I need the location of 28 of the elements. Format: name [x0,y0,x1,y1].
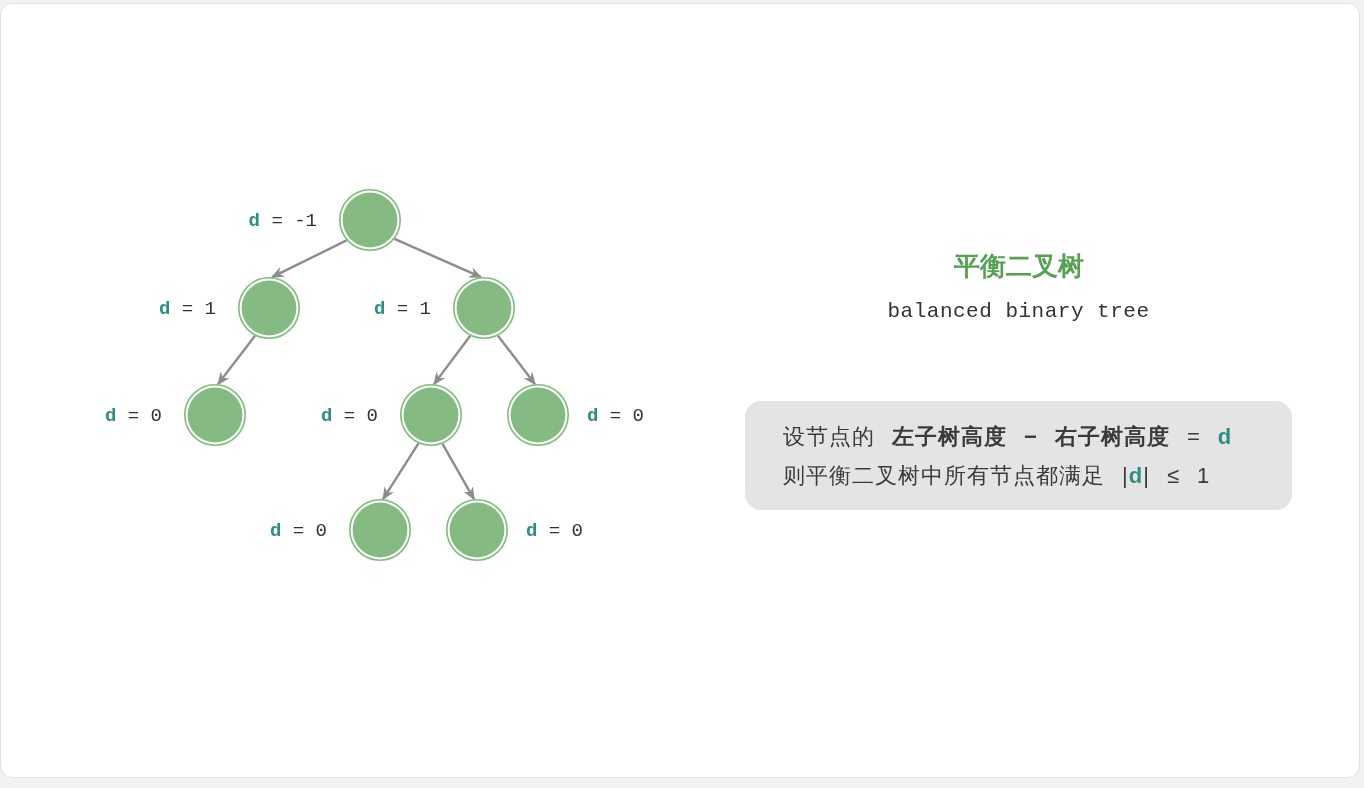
balance-factor-label: d = 0 [526,519,583,543]
diagram-title: 平衡二叉树 [953,250,1084,283]
subtitle-text: balanced binary tree [887,299,1150,325]
tree-node-circle [339,189,401,251]
tree-node-circle [400,384,462,446]
arrow [441,443,476,501]
balance-factor-label: d = -1 [248,209,317,233]
statement-text: 设节点的 左子树高度 − 右子树高度 = d [783,422,1234,451]
tree-node-circle [446,499,508,561]
tree-node-circle [184,384,246,446]
tree-node-circle [349,499,411,561]
arrow [433,335,472,386]
balance-factor-label: d = 0 [105,404,162,428]
note-box [745,401,1292,510]
arrow [382,442,420,501]
balance-factor-label: d = 0 [321,404,378,428]
tree-node-circle [238,277,300,339]
statement-text: 则平衡二叉树中所有节点都满足 |d| ≤ 1 [783,461,1212,490]
tree-node-circle [507,384,569,446]
arrow [270,239,348,279]
balance-factor-label: d = 0 [270,519,327,543]
arrow [497,334,536,386]
arrow [394,237,483,279]
balance-factor-label: d = 1 [374,297,431,321]
balance-factor-label: d = 0 [587,404,644,428]
balance-factor-label: d = 1 [159,297,216,321]
tree-node-circle [453,277,515,339]
arrow [217,334,256,386]
